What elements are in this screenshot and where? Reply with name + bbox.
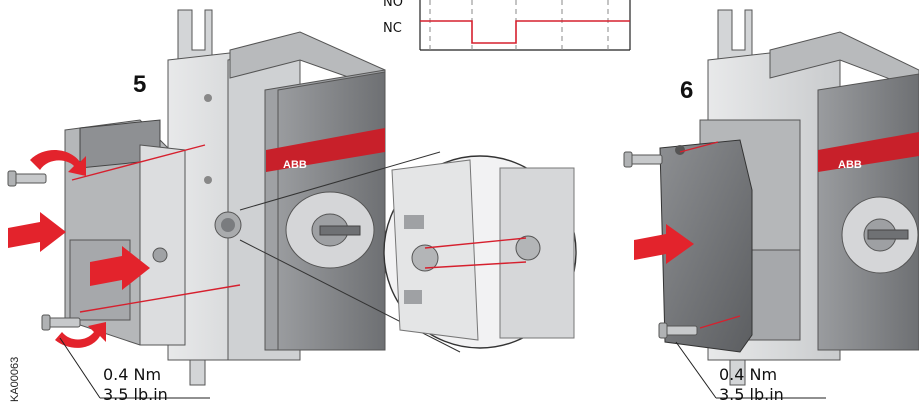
detail-socket: [515, 235, 541, 261]
switch-top-rib: [769, 31, 919, 91]
torque-value-lbin: 3.5 lb.in: [103, 385, 168, 404]
screw-top-left: [7, 170, 47, 187]
aux-cover-plate: [139, 144, 186, 346]
screw-top-right: [623, 151, 663, 168]
timing-diagram: NO NC: [383, 0, 631, 51]
body-hole: [204, 94, 212, 102]
screw-bottom-right: [658, 322, 698, 339]
push-arrow-right: [90, 246, 150, 290]
push-arrow: [634, 224, 694, 264]
torque-label-right: 0.4 Nm 3.5 lb.in: [675, 341, 826, 404]
figure-id: KA00063: [9, 357, 21, 402]
detail-tab: [404, 215, 424, 229]
brand-label-left: ABB: [283, 159, 307, 171]
torque-leader: [675, 341, 717, 399]
cover-plate: [659, 139, 753, 353]
detail-guide-top: [424, 237, 527, 249]
body-hole: [204, 176, 212, 184]
timing-label-nc: NC: [383, 21, 402, 36]
torque-value-nm: 0.4 Nm: [103, 365, 161, 384]
rotate-arrow-bottom: [55, 322, 106, 348]
screw-bottom-left: [41, 314, 81, 331]
aux-hole: [152, 247, 168, 263]
detail-tab: [404, 290, 422, 304]
step-5-assembly: ABB 5: [7, 9, 386, 386]
nc-signal-trace: [420, 20, 630, 44]
step-6-assembly: ABB 6: [623, 9, 919, 386]
guide-line-bottom: [699, 315, 741, 329]
torque-label-left: 0.4 Nm 3.5 lb.in: [59, 337, 210, 404]
detail-screw-head: [411, 244, 439, 272]
torque-leader: [59, 337, 101, 399]
timing-label-partial: NO: [383, 0, 403, 10]
torque-value-lbin: 3.5 lb.in: [719, 385, 784, 404]
detail-guide-bottom: [424, 261, 527, 269]
cover-plate-hole: [675, 145, 685, 155]
torque-value-nm: 0.4 Nm: [719, 365, 777, 384]
brand-label-right: ABB: [838, 159, 862, 171]
brand-stripe: [818, 132, 919, 172]
step-number-6: 6: [680, 77, 693, 104]
detail-callout: [239, 151, 577, 353]
shaft-opening-inner: [221, 218, 235, 232]
brand-stripe: [266, 128, 385, 172]
callout-leader-top: [239, 151, 441, 211]
rotary-shaft: [319, 225, 361, 236]
rotary-shaft: [867, 229, 909, 240]
push-arrow-left: [8, 212, 66, 252]
guide-line-bottom: [79, 284, 241, 313]
guide-line-top: [71, 144, 206, 181]
step-number-5: 5: [133, 71, 146, 98]
guide-line-top: [679, 141, 719, 153]
timing-gridlines: [429, 0, 609, 50]
rotate-arrow-top: [30, 150, 86, 176]
